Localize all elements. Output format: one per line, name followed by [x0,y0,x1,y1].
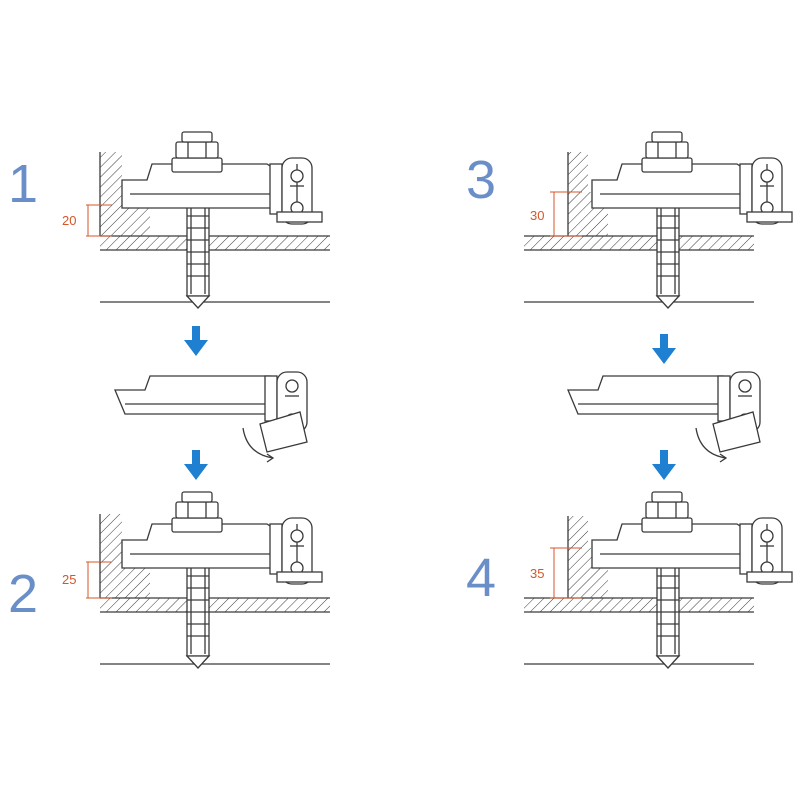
down-arrow-left-lower [184,450,208,480]
step-4-assembly: 35 [523,491,793,669]
down-arrow-right-upper [652,334,676,364]
dimension-marker-2 [86,561,112,599]
dimension-label-3: 30 [530,208,544,223]
step-number-3: 3 [466,150,496,210]
dimension-marker-1 [86,204,112,237]
step-number-1: 1 [8,154,38,214]
step-number-2: 2 [8,564,38,624]
dimension-label-4: 35 [530,566,544,581]
detached-arm-left [114,371,308,463]
dimension-label-1: 20 [62,213,76,228]
dimension-marker-3 [550,191,582,237]
dimension-marker-4 [550,547,582,599]
detached-arm-right [567,371,761,463]
down-arrow-right-lower [652,450,676,480]
step-1-assembly: 20 [62,131,331,309]
down-arrow-left-upper [184,326,208,356]
step-2-assembly: 25 [62,491,331,669]
step-number-4: 4 [466,548,496,608]
step-3-assembly: 30 [523,131,793,309]
dimension-label-2: 25 [62,572,76,587]
